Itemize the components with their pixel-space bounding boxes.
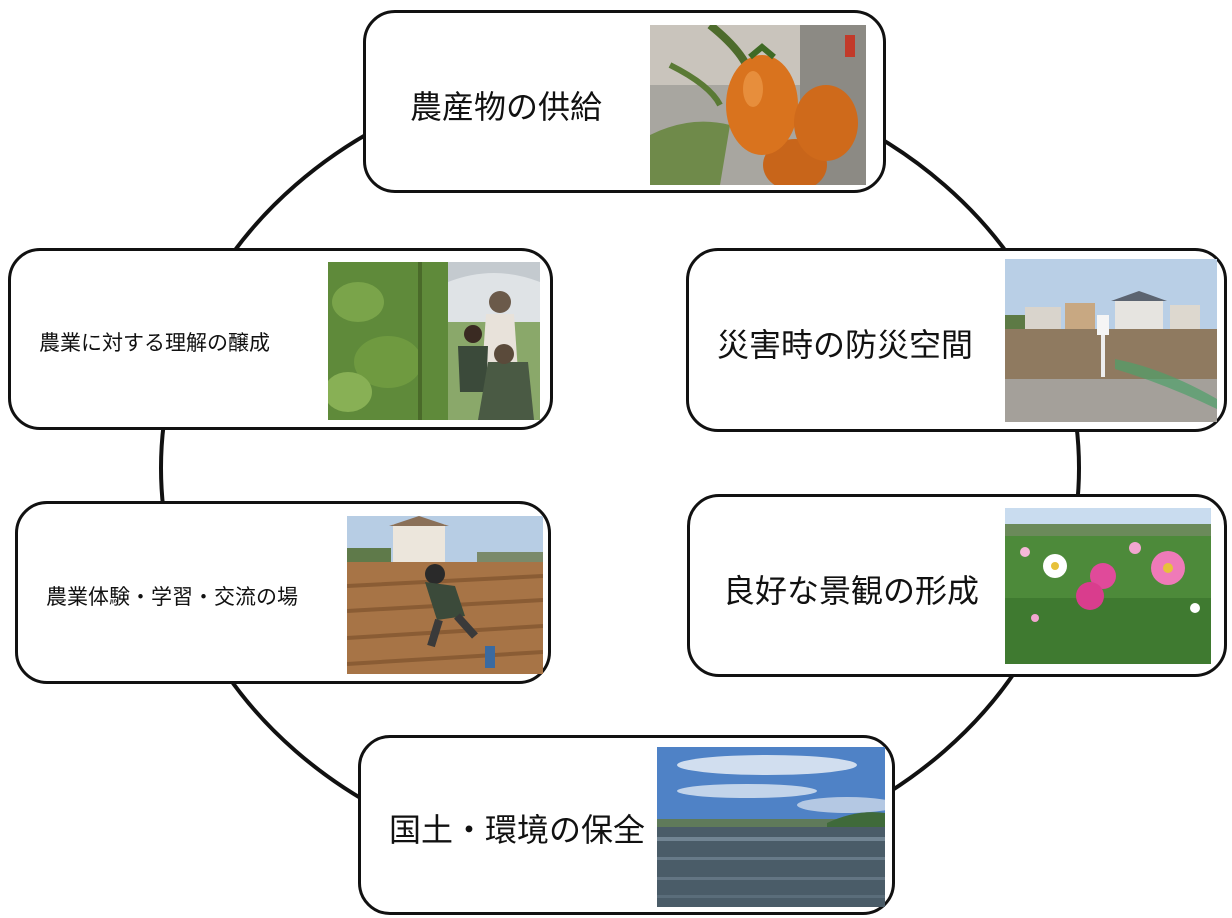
tomato-photo bbox=[650, 25, 866, 185]
node-land-label: 国土・環境の保全 bbox=[389, 811, 646, 849]
node-landscape-label: 良好な景観の形成 bbox=[723, 571, 980, 610]
greenhouse-visit-photo bbox=[328, 262, 540, 420]
node-disaster-label: 災害時の防災空間 bbox=[717, 326, 974, 364]
node-understand-label: 農業に対する理解の醸成 bbox=[39, 331, 270, 355]
node-supply-label: 農産物の供給 bbox=[410, 87, 603, 126]
farm-experience-photo bbox=[347, 516, 543, 674]
rice-paddy-photo bbox=[657, 747, 885, 907]
cosmos-field-photo bbox=[1005, 508, 1211, 664]
node-experience-label: 農業体験・学習・交流の場 bbox=[46, 584, 298, 609]
vacant-farmland-photo bbox=[1005, 259, 1217, 422]
